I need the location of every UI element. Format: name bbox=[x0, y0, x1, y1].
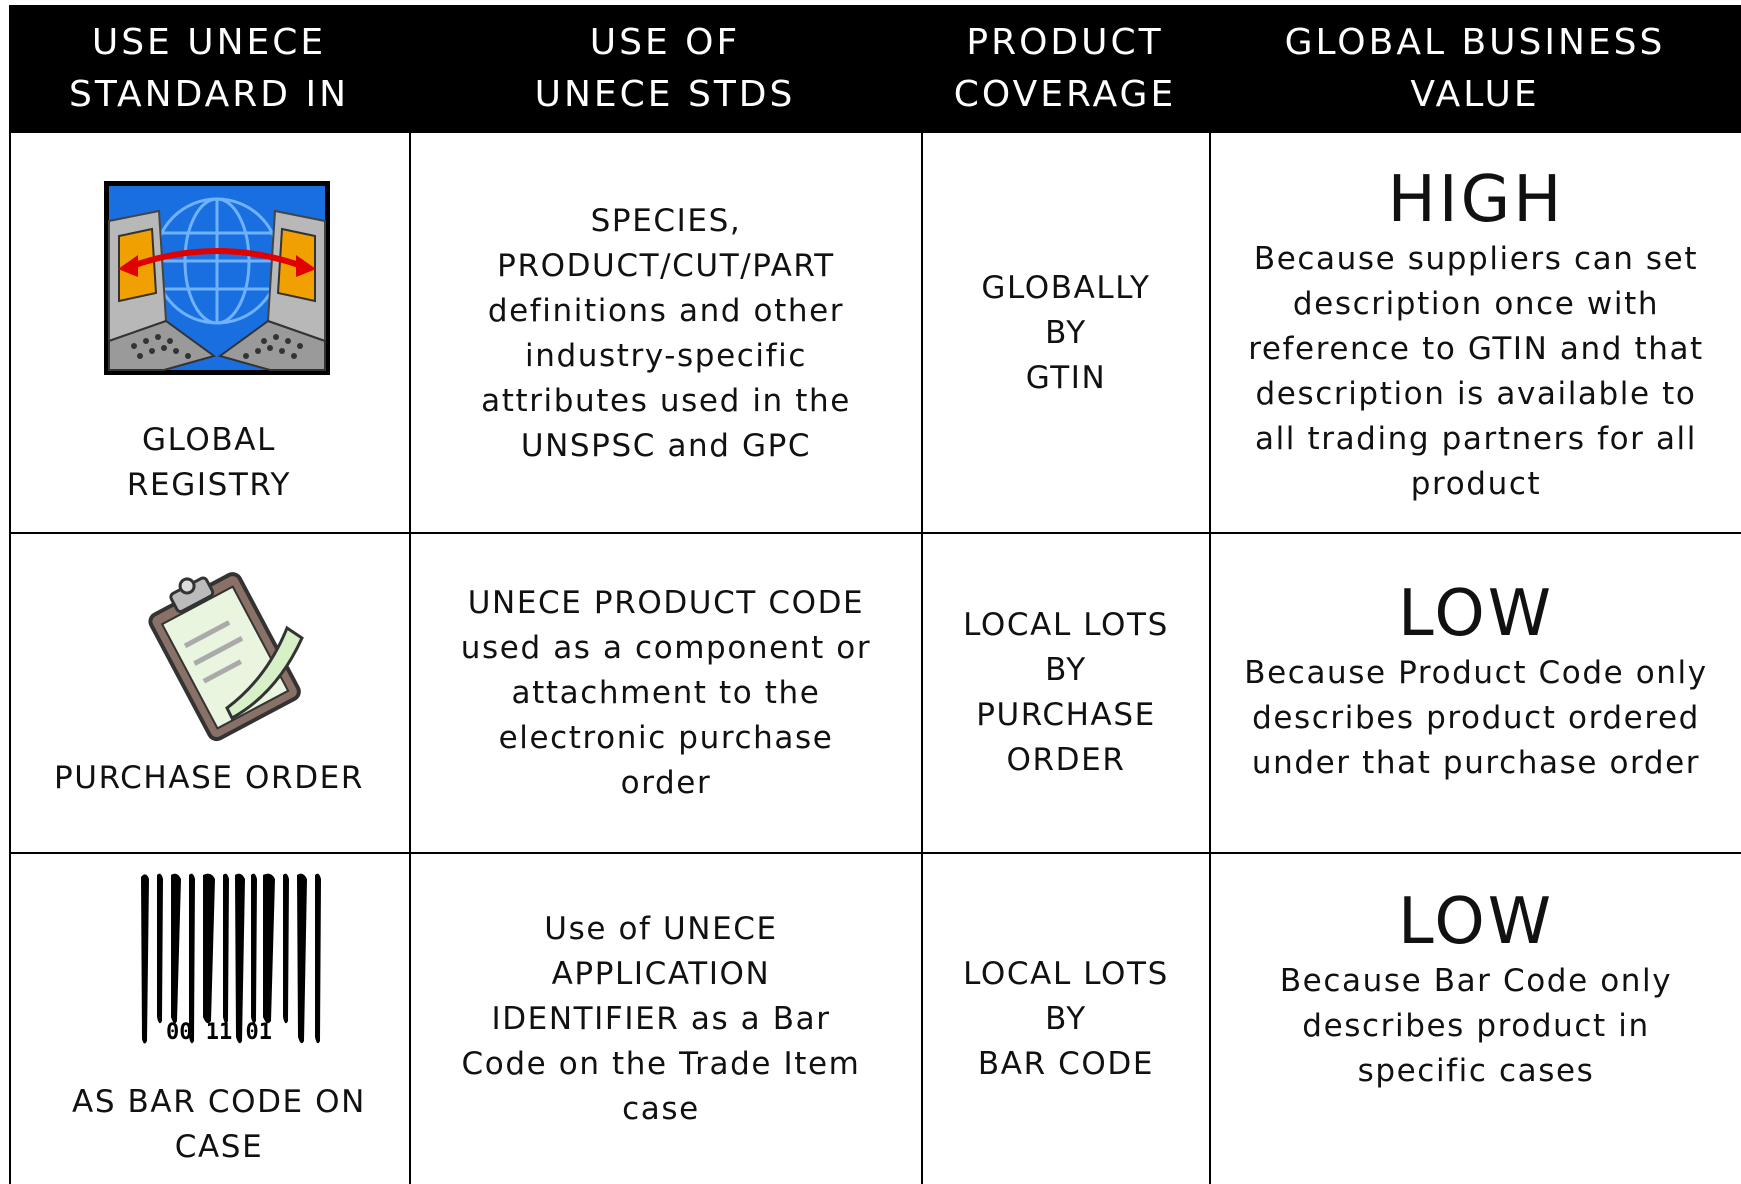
use-of-global-registry: SPECIES, PRODUCT/CUT/PART definitions an… bbox=[481, 202, 851, 464]
value-global-registry: HIGH Because suppliers can set descripti… bbox=[1248, 163, 1704, 502]
use-in-bar-code-on-case: AS BAR CODE ON CASE bbox=[72, 1084, 366, 1165]
value-bar-code: LOW Because Bar Code only describes prod… bbox=[1279, 885, 1673, 1089]
header-use-unece-standard-in: USE UNECE STANDARD IN bbox=[68, 22, 350, 115]
coverage-bar-code: LOCAL LOTS BY BAR CODE bbox=[963, 955, 1169, 1082]
comparison-table: USE UNECE STANDARD IN USE OF UNECE STDS … bbox=[9, 5, 1741, 1184]
header-global-business-value: GLOBAL BUSINESS VALUE bbox=[1284, 22, 1666, 115]
use-of-bar-code: Use of UNECE APPLICATION IDENTIFIER as a… bbox=[461, 910, 861, 1127]
use-in-purchase-order: PURCHASE ORDER bbox=[54, 759, 364, 796]
barcode-digits: 00 11 01 bbox=[166, 1020, 272, 1045]
coverage-global-registry: GLOBALLY BY GTIN bbox=[981, 270, 1151, 396]
value-level: LOW bbox=[1397, 577, 1555, 651]
value-purchase-order: LOW Because Product Code only describes … bbox=[1244, 577, 1708, 781]
global-registry-icon bbox=[104, 181, 330, 379]
grid-line bbox=[921, 133, 923, 1184]
header-use-of-unece-stds: USE OF UNECE STDS bbox=[534, 22, 796, 115]
coverage-purchase-order: LOCAL LOTS BY PURCHASE ORDER bbox=[963, 607, 1169, 778]
barcode-icon: 00 11 01 bbox=[137, 871, 327, 1050]
use-of-purchase-order: UNECE PRODUCT CODE used as a component o… bbox=[460, 584, 872, 801]
grid-line bbox=[9, 133, 11, 1184]
clipboard-icon bbox=[137, 568, 307, 747]
header-product-coverage: PRODUCT COVERAGE bbox=[953, 22, 1177, 115]
grid-line bbox=[1209, 133, 1211, 1184]
value-level: LOW bbox=[1397, 885, 1555, 959]
value-level: HIGH bbox=[1387, 163, 1565, 237]
table-header: USE UNECE STANDARD IN USE OF UNECE STDS … bbox=[9, 5, 1741, 133]
grid-line bbox=[9, 852, 1741, 854]
grid-line bbox=[409, 133, 411, 1184]
use-in-global-registry: GLOBAL REGISTRY bbox=[126, 422, 292, 503]
grid-line bbox=[9, 532, 1741, 534]
